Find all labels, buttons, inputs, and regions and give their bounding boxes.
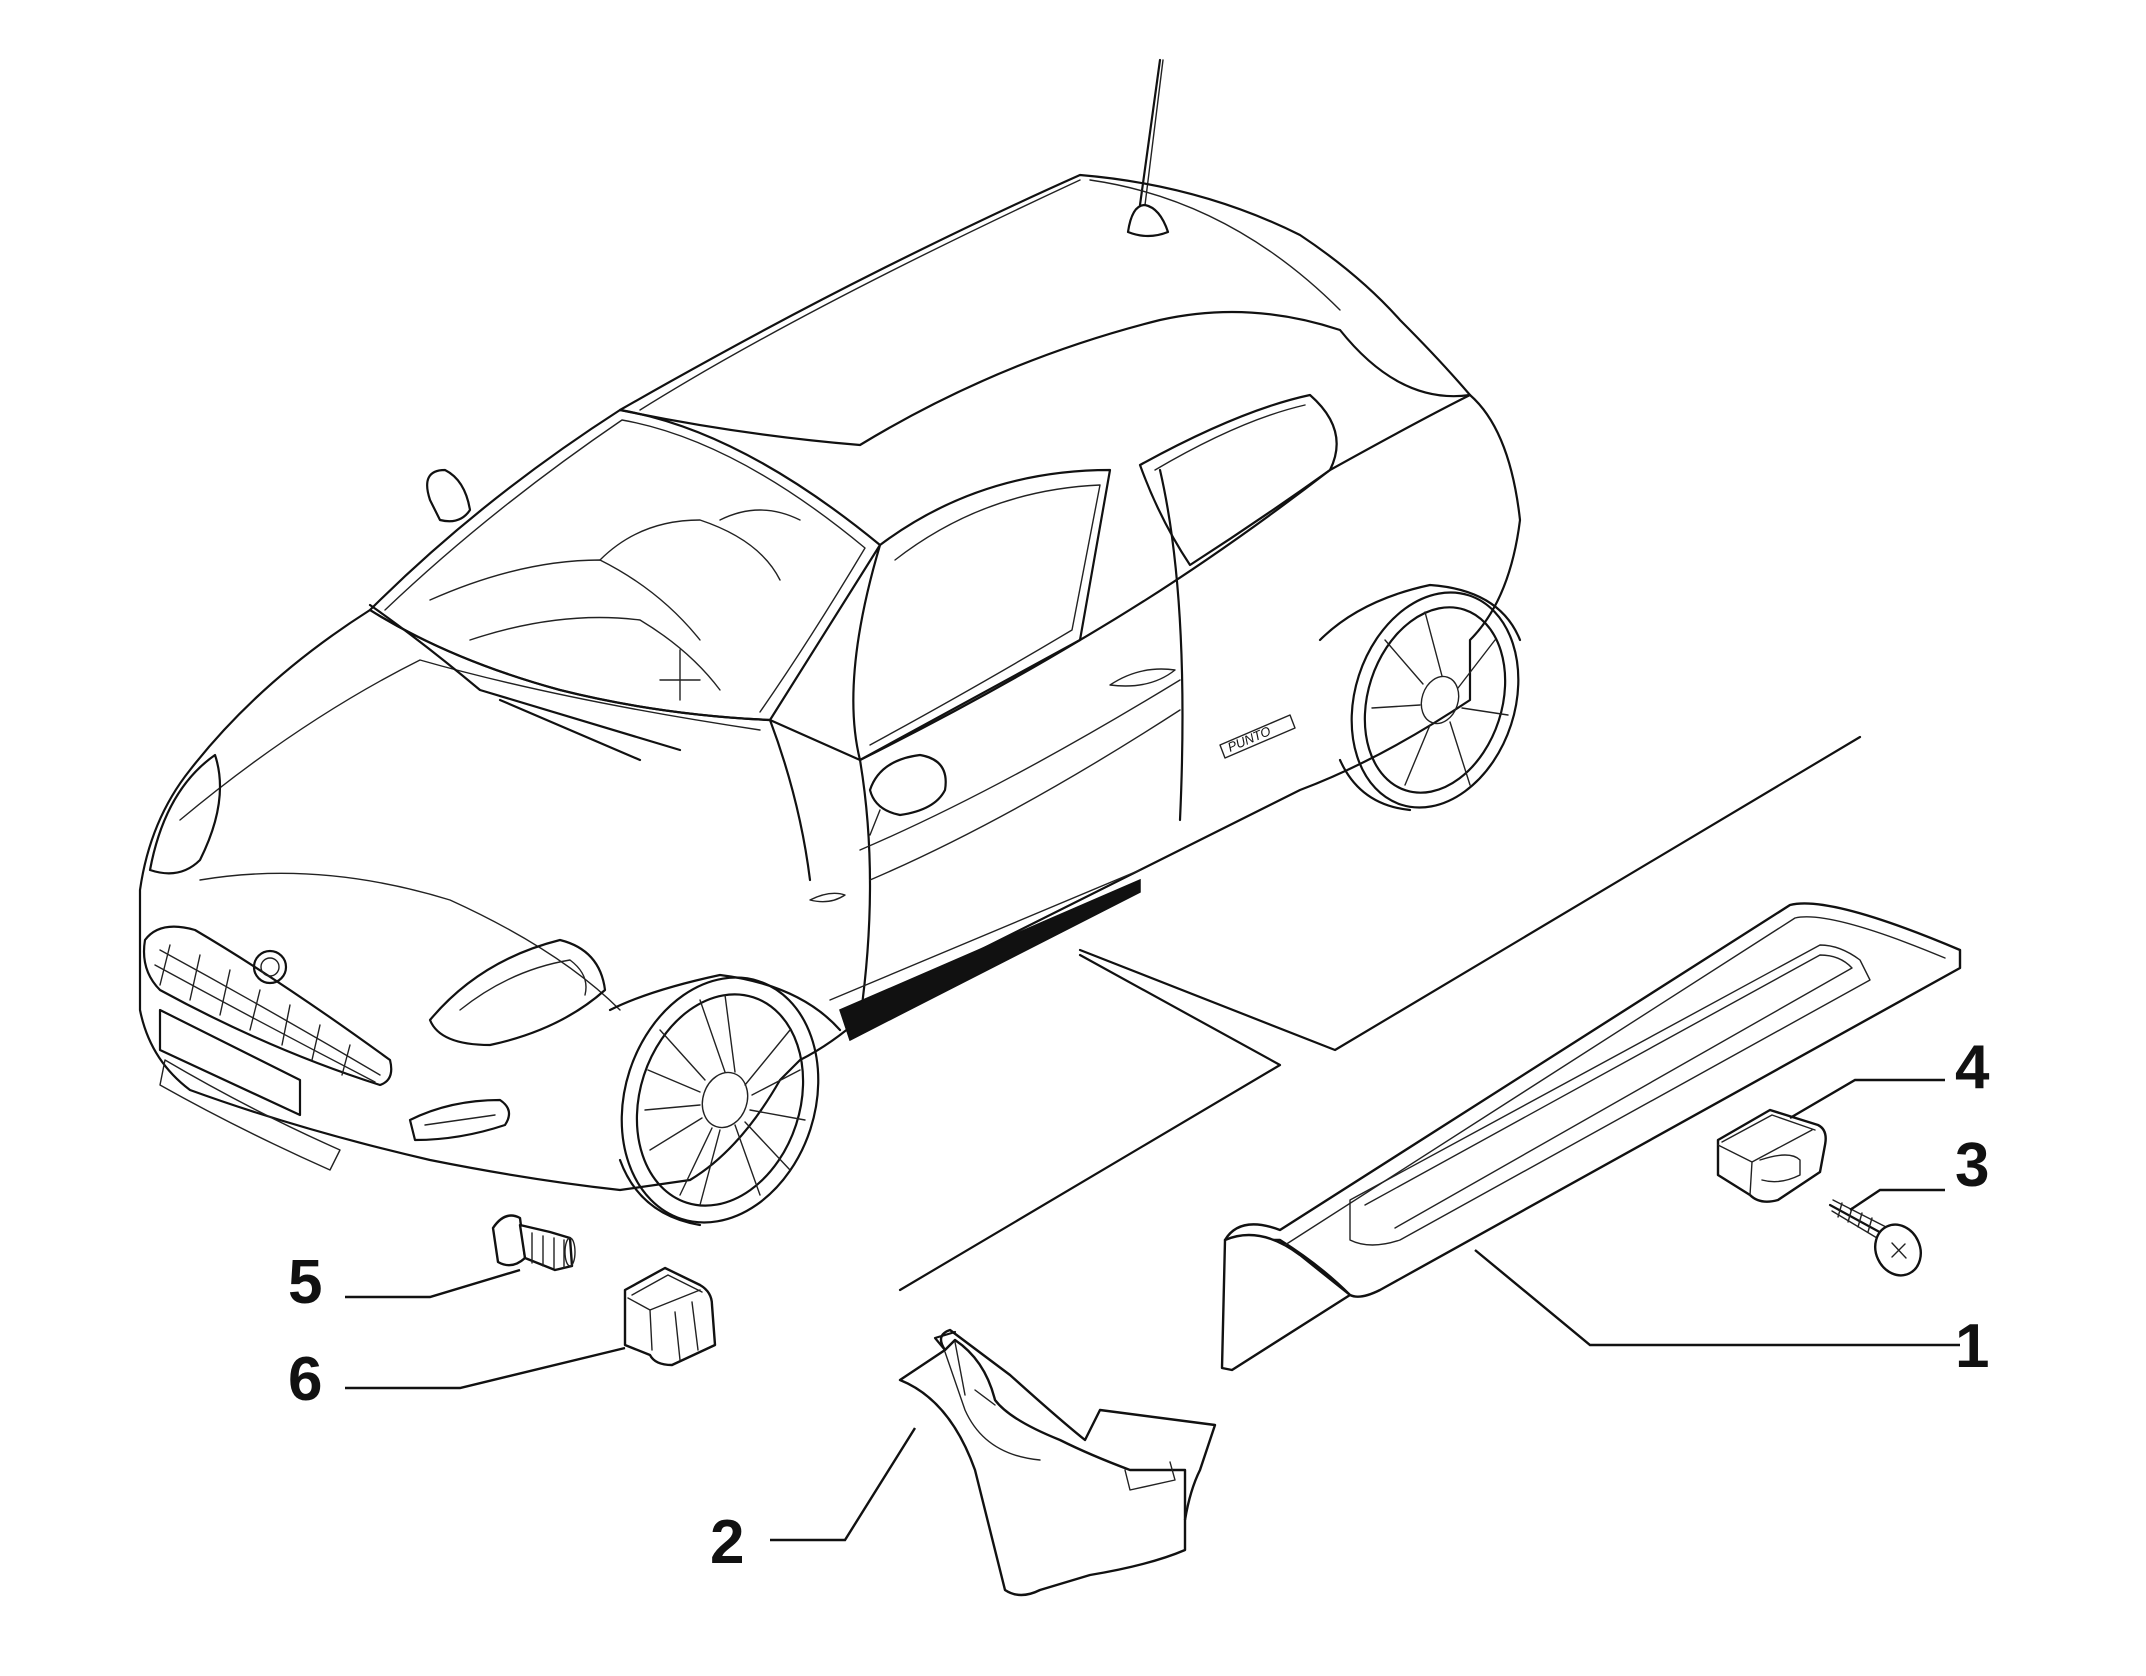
leader-6	[345, 1346, 626, 1390]
part-4-retaining-clip	[1716, 1108, 1827, 1203]
callout-labels: 1 2 3 4 5 6	[288, 1033, 1990, 1577]
leader-4	[1789, 1078, 1945, 1120]
headlight-left	[148, 753, 222, 875]
part-2-mud-flap	[898, 1328, 1217, 1597]
headlight-right	[428, 938, 607, 1047]
leader-1	[1474, 1249, 1960, 1347]
leader-2	[770, 1427, 917, 1542]
front-wheel	[618, 976, 820, 1227]
license-plate	[158, 1008, 302, 1117]
leader-lines	[345, 1078, 1960, 1542]
part-5-bolt	[491, 1214, 576, 1272]
windshield	[368, 408, 882, 722]
door	[858, 758, 872, 1022]
side-mirror	[868, 753, 947, 817]
rear-side-window	[1138, 393, 1338, 567]
leader-3	[1849, 1188, 1945, 1211]
callout-3: 3	[1955, 1131, 1989, 1200]
ground-plane-lines	[898, 735, 1862, 1292]
wiper-right	[498, 698, 642, 762]
front-grille	[142, 925, 393, 1087]
model-badge: PUNTO	[1219, 714, 1296, 759]
model-badge-text: PUNTO	[1225, 723, 1273, 754]
lower-intake	[159, 1059, 341, 1171]
front-side-window	[852, 468, 1112, 762]
fiat-emblem	[252, 949, 288, 985]
grille-mesh	[154, 944, 381, 1083]
leader-5	[345, 1268, 521, 1299]
part-1-sill-scuff-plate	[1220, 902, 1962, 1372]
rear-wheel	[1338, 591, 1520, 812]
callout-4: 4	[1955, 1033, 1990, 1102]
callout-2: 2	[710, 1508, 744, 1577]
part-6-fastener-clip	[623, 1266, 717, 1367]
callout-5: 5	[288, 1248, 322, 1317]
roof-antenna	[1126, 58, 1170, 238]
wiper-left	[368, 603, 682, 752]
callout-6: 6	[288, 1345, 322, 1414]
fog-light	[408, 1098, 511, 1142]
side-skirt-strip	[839, 878, 1141, 1042]
car-body	[138, 393, 1522, 1192]
car-illustration: PUNTO	[138, 58, 1522, 1227]
car-roof	[618, 173, 1472, 447]
callout-1: 1	[1955, 1312, 1989, 1381]
part-3-screw	[1828, 1199, 1922, 1277]
